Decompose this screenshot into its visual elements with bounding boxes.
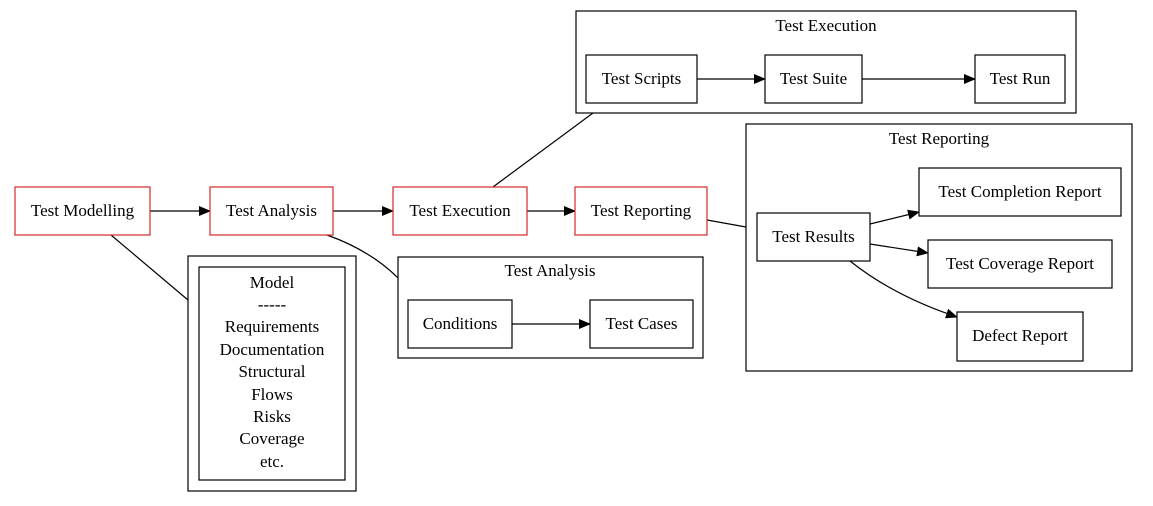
edge-results-defect — [849, 260, 958, 319]
node-test-cases — [589, 299, 694, 349]
node-defect-report — [956, 311, 1084, 362]
link-execution-cluster — [492, 112, 594, 188]
node-test-reporting-label: Test Reporting — [591, 201, 692, 220]
node-test-execution-label: Test Execution — [409, 201, 511, 220]
node-test-execution: Test Execution — [392, 186, 528, 236]
node-test-suite — [764, 54, 863, 104]
node-test-reporting: Test Reporting — [574, 186, 708, 236]
node-test-suite-label: Test Suite — [780, 69, 847, 88]
node-test-modelling: Test Modelling — [14, 186, 151, 236]
analysis-cluster: Test Analysis Conditions Test Cases — [397, 256, 704, 359]
model-box: Model ----- Requirements Documentation S… — [187, 255, 357, 492]
node-conditions-label: Conditions — [423, 314, 498, 333]
node-test-scripts-label: Test Scripts — [602, 69, 682, 88]
reporting-cluster: Test Reporting Test Results Test Complet… — [745, 123, 1133, 372]
node-test-scripts — [585, 54, 698, 104]
model-line-title: Model — [250, 273, 295, 292]
analysis-cluster-title: Test Analysis — [505, 261, 596, 280]
node-test-analysis-label: Test Analysis — [226, 201, 317, 220]
model-line-coverage: Coverage — [239, 429, 304, 448]
model-line-risks: Risks — [253, 407, 291, 426]
node-test-coverage-report — [927, 239, 1113, 289]
node-test-results — [756, 212, 871, 262]
model-line-documentation: Documentation — [220, 340, 325, 359]
node-defect-report-label: Defect Report — [972, 326, 1068, 345]
node-test-run-label: Test Run — [990, 69, 1051, 88]
node-test-run — [974, 54, 1066, 104]
model-line-flows: Flows — [251, 385, 293, 404]
node-test-coverage-report-label: Test Coverage Report — [946, 254, 1094, 273]
node-test-completion-report — [918, 167, 1122, 217]
model-line-separator: ----- — [258, 295, 287, 314]
reporting-cluster-title: Test Reporting — [889, 129, 990, 148]
edge-results-completion — [869, 209, 920, 225]
link-analysis-cluster — [326, 234, 399, 279]
node-test-modelling-label: Test Modelling — [31, 201, 135, 220]
link-reporting-cluster — [706, 219, 747, 228]
model-line-structural: Structural — [238, 362, 305, 381]
node-test-analysis: Test Analysis — [209, 186, 334, 236]
node-test-completion-report-label: Test Completion Report — [938, 182, 1101, 201]
node-test-results-label: Test Results — [772, 227, 854, 246]
execution-cluster: Test Execution Test Scripts Test Suite T… — [575, 10, 1077, 114]
link-modelling-model — [110, 234, 189, 301]
execution-cluster-title: Test Execution — [775, 16, 877, 35]
model-line-requirements: Requirements — [225, 317, 319, 336]
node-test-cases-label: Test Cases — [606, 314, 678, 333]
edge-results-coverage — [869, 243, 929, 257]
model-line-etc: etc. — [260, 452, 284, 471]
